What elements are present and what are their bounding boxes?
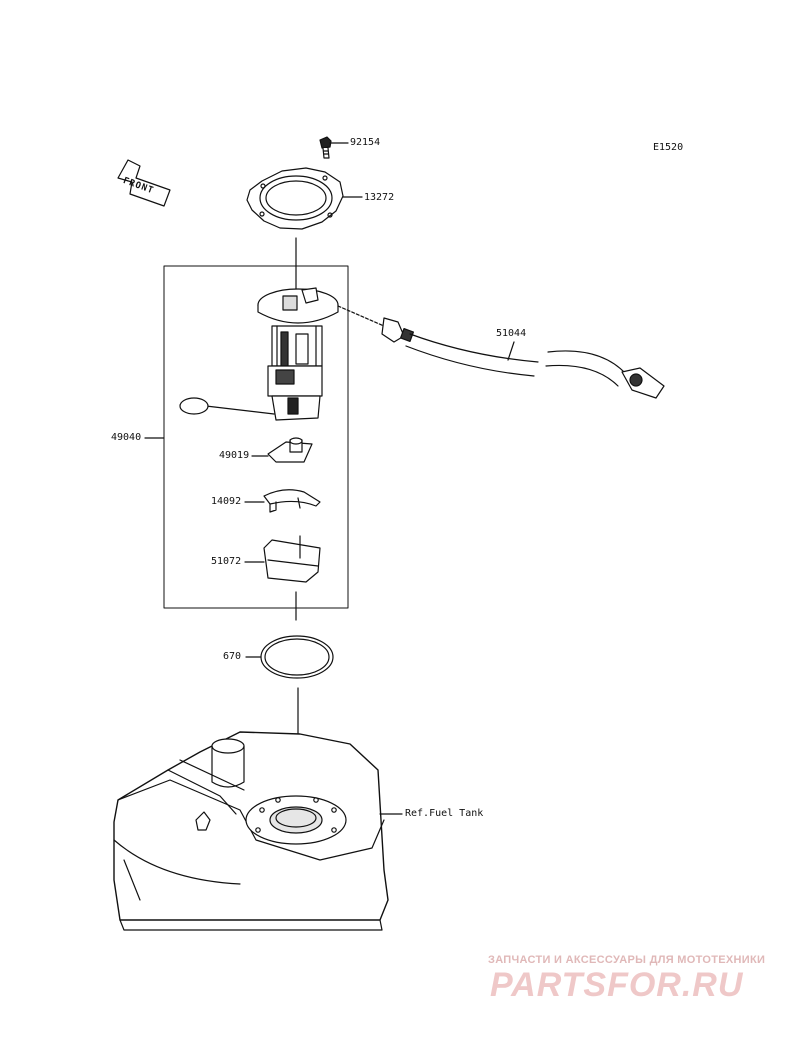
part-label-13272: 13272	[364, 192, 395, 203]
filter-49019	[267, 437, 313, 463]
part-label-49040: 49040	[111, 432, 142, 443]
assembly-bracket-49040	[163, 265, 349, 609]
part-label-670: 670	[223, 651, 242, 662]
fuel-tank	[113, 731, 389, 931]
part-label-51072: 51072	[211, 556, 242, 567]
part-label-14092: 14092	[211, 496, 242, 507]
part-label-92154: 92154	[350, 137, 381, 148]
part-label-49019: 49019	[219, 450, 250, 461]
diagram-code: E1520	[653, 142, 684, 153]
bracket-14092	[263, 489, 321, 513]
bolt-92154	[319, 136, 332, 159]
watermark-tagline: ЗАПЧАСТИ И АКСЕССУАРЫ ДЛЯ МОТОТЕХНИКИ	[488, 954, 766, 966]
plate-13272	[246, 167, 344, 230]
leader-51044	[507, 341, 515, 361]
fuel-pump-assembly	[179, 287, 339, 421]
part-label-ref-fuel-tank: Ref.Fuel Tank	[405, 808, 484, 819]
front-arrow-icon	[117, 159, 171, 207]
watermark-brand: PARTSFOR.RU	[490, 966, 744, 1004]
fuel-hose-51044	[337, 305, 665, 399]
cup-51072	[263, 535, 321, 583]
oring-670	[260, 635, 334, 679]
part-label-51044: 51044	[496, 328, 527, 339]
